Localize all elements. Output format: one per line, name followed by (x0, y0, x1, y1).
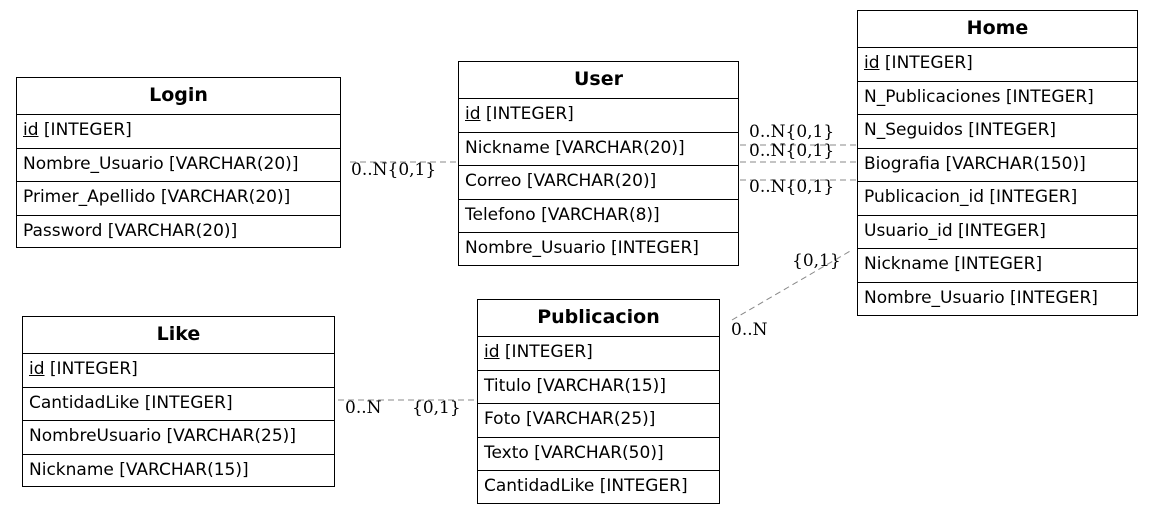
attr-type: [INTEGER] (879, 53, 973, 73)
home-attr: Usuario_id [INTEGER] (858, 216, 1137, 249)
link-publicacion-home (731, 249, 853, 321)
publicacion-attr: Titulo [VARCHAR(15)] (478, 371, 719, 404)
cardinality-user-home: 0..N{0,1} (749, 122, 835, 142)
home-attr: Nickname [INTEGER] (858, 249, 1137, 283)
attr-type: [INTEGER] (38, 120, 132, 140)
entity-like[interactable]: Like id [INTEGER] CantidadLike [INTEGER]… (22, 316, 335, 487)
cardinality-login-user: 0..N{0,1} (351, 160, 437, 180)
home-attr: Publicacion_id [INTEGER] (858, 182, 1137, 216)
login-attr: Password [VARCHAR(20)] (23, 220, 238, 241)
like-attr-id: id [INTEGER] (23, 354, 334, 388)
login-attr: Nombre_Usuario [VARCHAR(20)] (17, 149, 340, 182)
login-attr-id: id [INTEGER] (17, 115, 340, 149)
entity-home[interactable]: Home id [INTEGER] N_Publicaciones [INTEG… (857, 10, 1138, 316)
primary-key: id (864, 53, 880, 73)
primary-key: id (484, 342, 500, 362)
attr-type: [INTEGER] (480, 104, 574, 124)
home-attr-id: id [INTEGER] (858, 48, 1137, 82)
like-attr: CantidadLike [INTEGER] (23, 388, 334, 421)
user-attr-id: id [INTEGER] (459, 99, 738, 133)
publicacion-attr-id: id [INTEGER] (478, 337, 719, 371)
like-attr: NombreUsuario [VARCHAR(25)] (23, 421, 334, 455)
attr-type: [INTEGER] (499, 342, 593, 362)
entity-like-title: Like (23, 317, 334, 354)
like-attr: Nickname [VARCHAR(15)] (29, 459, 249, 480)
cardinality-publicacion-home-one: {0,1} (792, 251, 841, 271)
cardinality-like-publicacion-many: 0..N (345, 398, 382, 418)
user-attr: Correo [VARCHAR(20)] (459, 166, 738, 200)
attr-type: [INTEGER] (44, 359, 138, 379)
entity-user-title: User (459, 62, 738, 99)
entity-home-title: Home (858, 11, 1137, 48)
entity-login[interactable]: Login id [INTEGER] Nombre_Usuario [VARCH… (16, 77, 341, 248)
primary-key: id (465, 104, 481, 124)
entity-user[interactable]: User id [INTEGER] Nickname [VARCHAR(20)]… (458, 61, 739, 266)
home-attr: Nombre_Usuario [INTEGER] (864, 287, 1098, 308)
home-attr: N_Publicaciones [INTEGER] (858, 82, 1137, 115)
login-attr: Primer_Apellido [VARCHAR(20)] (17, 182, 340, 216)
publicacion-attr: Foto [VARCHAR(25)] (478, 404, 719, 438)
primary-key: id (29, 359, 45, 379)
user-attr: Nickname [VARCHAR(20)] (459, 133, 738, 166)
entity-publicacion[interactable]: Publicacion id [INTEGER] Titulo [VARCHAR… (477, 299, 720, 504)
primary-key: id (23, 120, 39, 140)
cardinality-user-home: 0..N{0,1} (749, 177, 835, 197)
entity-login-title: Login (17, 78, 340, 115)
home-attr: N_Seguidos [INTEGER] (858, 115, 1137, 149)
user-attr: Telefono [VARCHAR(8)] (459, 200, 738, 233)
cardinality-like-publicacion-one: {0,1} (412, 398, 461, 418)
home-attr: Biografia [VARCHAR(150)] (858, 149, 1137, 182)
publicacion-attr: Texto [VARCHAR(50)] (478, 438, 719, 471)
publicacion-attr: CantidadLike [INTEGER] (484, 476, 688, 496)
cardinality-user-home: 0..N{0,1} (749, 141, 835, 161)
entity-publicacion-title: Publicacion (478, 300, 719, 337)
cardinality-publicacion-home-many: 0..N (731, 320, 768, 340)
user-attr: Nombre_Usuario [INTEGER] (465, 238, 699, 258)
